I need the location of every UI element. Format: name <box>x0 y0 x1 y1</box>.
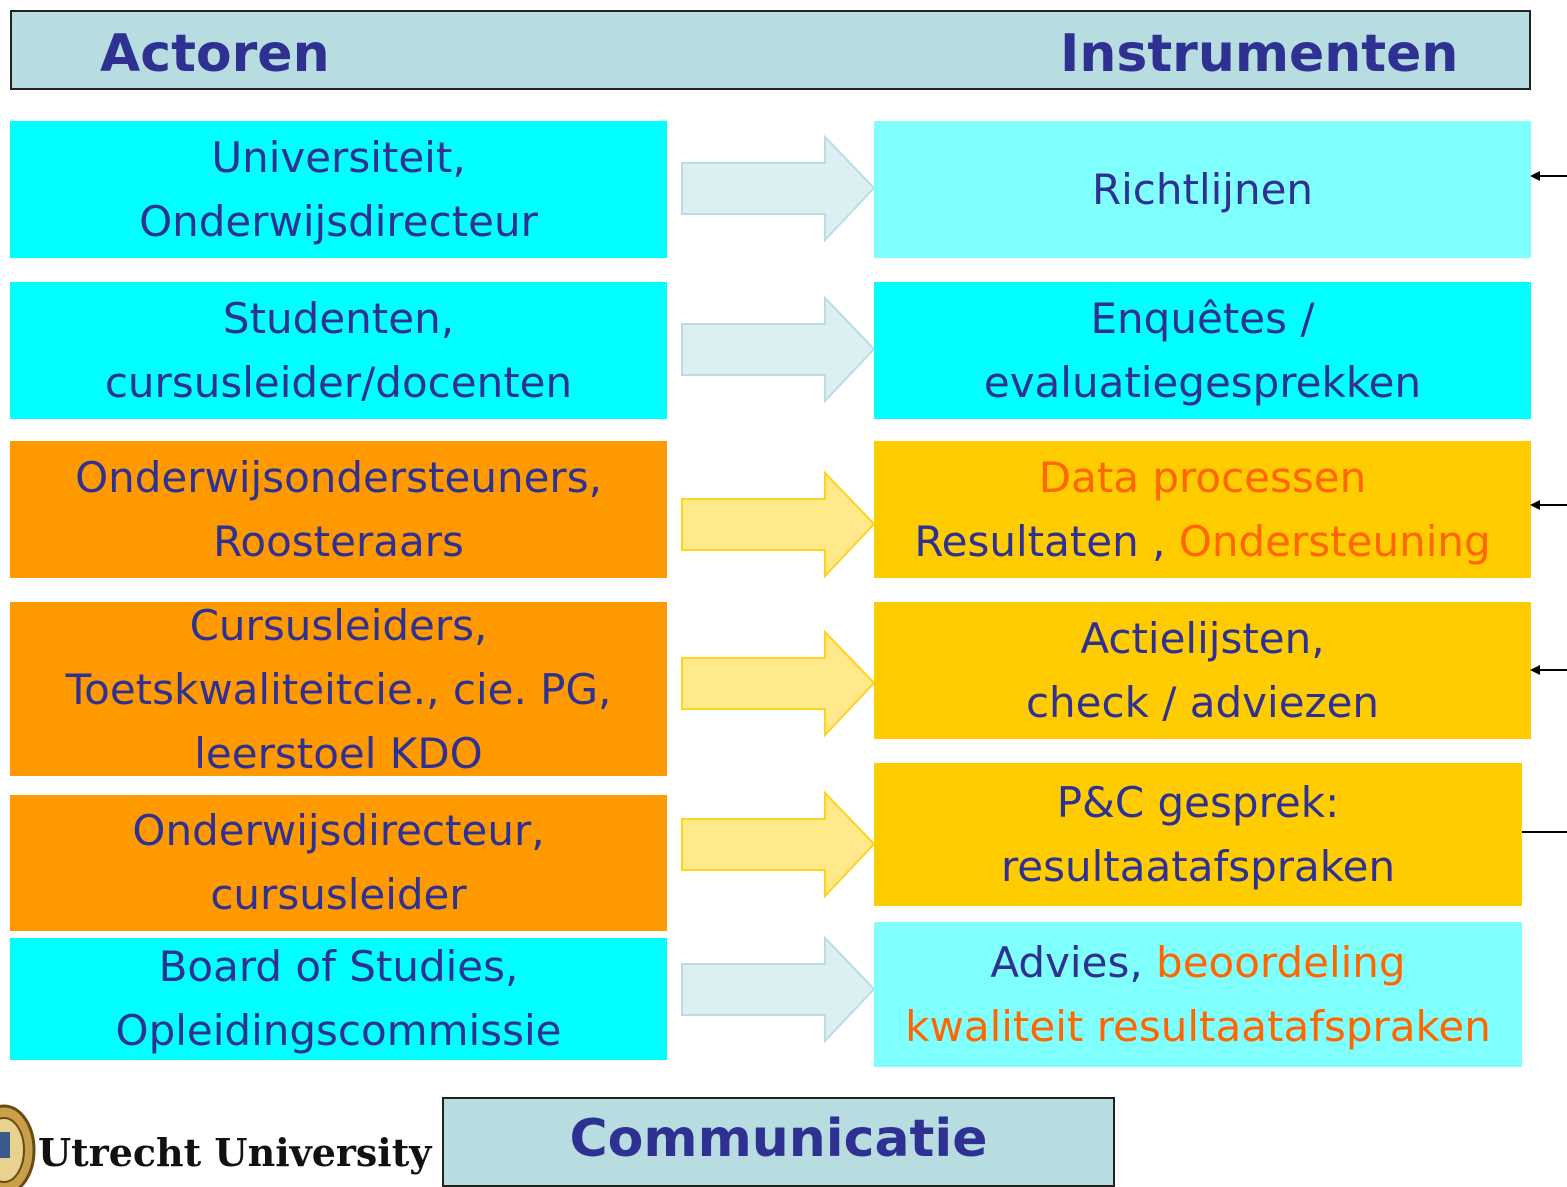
connector-line <box>1522 831 1567 833</box>
actor-text: Onderwijsondersteuners, <box>75 452 602 502</box>
actor-text: Onderwijsdirecteur, <box>132 806 545 855</box>
actor-box-support-staff: Onderwijsondersteuners, Roosteraars <box>10 441 667 578</box>
actor-box-university: Universiteit, Onderwijsdirecteur <box>10 121 667 258</box>
actor-text: Cursusleiders, <box>189 601 488 650</box>
arrow-right-icon <box>681 790 876 899</box>
arrow-left-icon <box>1530 500 1567 510</box>
instrument-box-surveys: Enquêtes / evaluatiegesprekken <box>874 282 1531 419</box>
instrument-text: Advies, <box>990 937 1157 987</box>
instrument-text: resultaatafspraken <box>1000 841 1396 891</box>
actor-text: cursusleider/docenten <box>104 357 573 407</box>
actor-text: Opleidingscommissie <box>115 1006 562 1055</box>
university-seal-icon <box>0 1104 36 1187</box>
instrument-text: kwaliteit resultaatafspraken <box>905 1001 1491 1051</box>
instrument-text: Actielijsten, <box>1080 613 1325 663</box>
actor-text: Roosteraars <box>213 516 464 566</box>
arrow-right-icon <box>681 295 876 404</box>
arrow-right-icon <box>681 629 876 738</box>
instrument-text: Richtlijnen <box>1091 164 1314 214</box>
instrument-text: Data processen <box>1038 452 1367 502</box>
actor-box-students: Studenten, cursusleider/docenten <box>10 282 667 419</box>
instrument-text: evaluatiegesprekken <box>983 357 1422 407</box>
actors-heading: Actoren <box>100 24 330 84</box>
instrument-box-guidelines: Richtlijnen <box>874 121 1531 258</box>
header-bar: Actoren Instrumenten <box>10 10 1531 90</box>
instrument-box-pc-meeting: P&C gesprek: resultaatafspraken <box>874 763 1522 906</box>
instrument-text: check / adviezen <box>1025 677 1380 727</box>
instrument-text-line: Advies, beoordeling <box>990 931 1405 995</box>
instrument-text: beoordeling <box>1156 937 1406 987</box>
instrument-text: Resultaten , <box>914 516 1179 566</box>
arrow-right-icon <box>681 134 876 243</box>
arrow-left-icon <box>1530 171 1567 181</box>
actor-text: leerstoel KDO <box>194 729 483 778</box>
actor-box-board-of-studies: Board of Studies, Opleidingscommissie <box>10 938 667 1060</box>
instrument-box-data-processes: Data processen Resultaten , Ondersteunin… <box>874 441 1531 578</box>
instrument-text: P&C gesprek: <box>1056 777 1340 827</box>
instrument-box-advice: Advies, beoordeling kwaliteit resultaata… <box>874 922 1522 1067</box>
actor-text: Board of Studies, <box>158 942 519 991</box>
communication-box: Communicatie <box>442 1097 1115 1187</box>
actor-text: Toetskwaliteitcie., cie. PG, <box>65 665 612 714</box>
actor-text: Universiteit, <box>211 132 466 182</box>
instrument-text: Ondersteuning <box>1178 516 1491 566</box>
arrow-left-icon <box>1530 665 1567 675</box>
arrow-right-icon <box>681 935 876 1044</box>
actor-box-course-leaders: Cursusleiders, Toetskwaliteitcie., cie. … <box>10 601 667 778</box>
actor-box-education-director: Onderwijsdirecteur, cursusleider <box>10 795 667 931</box>
instrument-text: Enquêtes / <box>1090 293 1315 343</box>
instruments-heading: Instrumenten <box>1060 24 1459 84</box>
university-name: Utrecht University <box>38 1130 432 1175</box>
actor-text: Studenten, <box>222 293 455 343</box>
arrow-right-icon <box>681 470 876 579</box>
instrument-text-line: Resultaten , Ondersteuning <box>914 510 1490 574</box>
actor-text: cursusleider <box>210 870 467 919</box>
instrument-box-action-lists: Actielijsten, check / adviezen <box>874 602 1531 739</box>
actor-text: Onderwijsdirecteur <box>139 196 538 246</box>
